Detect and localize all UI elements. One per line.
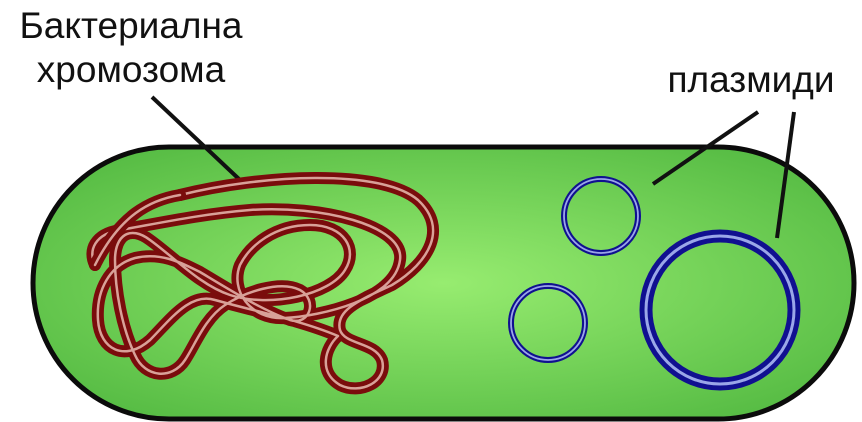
chromosome-label-line-1: Бактериална — [6, 4, 256, 48]
chromosome-label: Бактериална хромозома — [6, 4, 256, 92]
plasmids-label: плазмиди — [640, 58, 862, 102]
chromosome-label-line-2: хромозома — [6, 48, 256, 92]
